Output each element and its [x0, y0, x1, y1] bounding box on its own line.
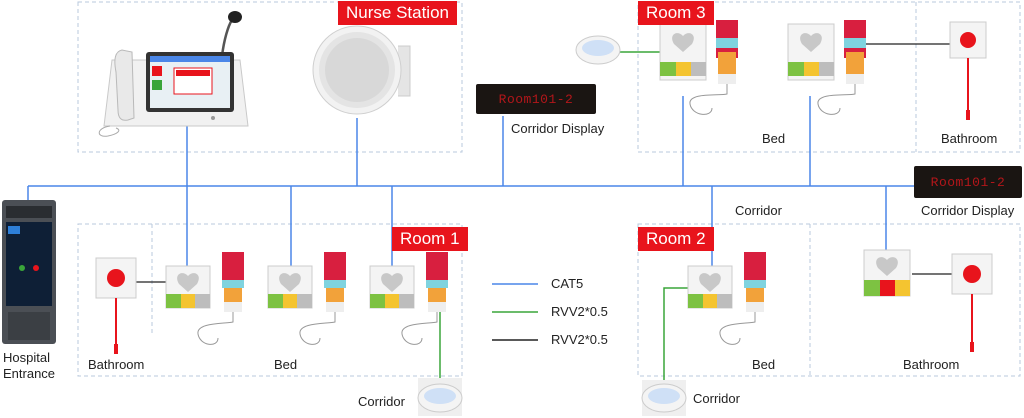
room1-bed-label: Bed	[274, 357, 298, 372]
ceiling-speaker	[312, 25, 411, 115]
legend-label-rvv-green: RVV2*0.5	[551, 304, 608, 319]
room1-bath-call-button	[95, 257, 137, 354]
nurse-console	[98, 11, 249, 137]
room3-title: Room 3	[638, 1, 714, 25]
room3-bed-label: Bed	[762, 131, 786, 146]
room2-title: Room 2	[638, 227, 714, 251]
nurse-station-title: Nurse Station	[338, 1, 457, 25]
corridor-label-mid: Corridor	[735, 203, 782, 218]
room3-bed1-terminal	[659, 20, 738, 115]
room3-bathroom-label: Bathroom	[941, 131, 998, 146]
hospital-entrance-panel	[2, 200, 56, 344]
room2-corridor-label: Corridor	[693, 391, 740, 406]
legend-label-cat5: CAT5	[551, 276, 584, 291]
room1-area	[77, 223, 463, 377]
corridor-display-label-right: Corridor Display	[921, 203, 1015, 218]
room2-bathroom-label: Bathroom	[903, 357, 960, 372]
room2-corridor-lamp-wire	[663, 287, 688, 384]
room1-bed1-terminal	[165, 252, 244, 345]
room2-area	[637, 223, 1021, 377]
room2-bed-terminal	[687, 252, 766, 345]
room2-corridor-lamp	[641, 380, 687, 416]
corridor-display-label-top: Corridor Display	[511, 121, 605, 136]
room1-corridor-label: Corridor	[358, 394, 405, 409]
room2-bath-call-button	[951, 253, 993, 352]
nurse-station-area	[77, 1, 463, 153]
room2-bath-terminal	[863, 249, 911, 297]
room1-title: Room 1	[392, 227, 468, 251]
room1-corridor-lamp	[417, 378, 463, 416]
room3-bath-call-button	[949, 21, 987, 120]
room3-bed2-terminal	[787, 20, 866, 115]
room1-bed3-terminal	[369, 252, 448, 345]
hospital-entrance-label-2: Entrance	[3, 366, 56, 381]
corridor-display-right: Room101-2	[914, 166, 1022, 198]
legend-label-rvv-black: RVV2*0.5	[551, 332, 608, 347]
handset-icon	[114, 49, 135, 121]
room1-bed2-terminal	[267, 252, 346, 345]
hospital-entrance-label-1: Hospital	[3, 350, 50, 365]
room3-area	[637, 1, 1021, 153]
room3-corridor-lamp	[575, 35, 621, 65]
corridor-display-top: Room101-2	[476, 84, 596, 114]
room2-bed-label: Bed	[752, 357, 776, 372]
gooseneck-mic-icon	[220, 19, 234, 57]
room1-bathroom-label: Bathroom	[88, 357, 145, 372]
